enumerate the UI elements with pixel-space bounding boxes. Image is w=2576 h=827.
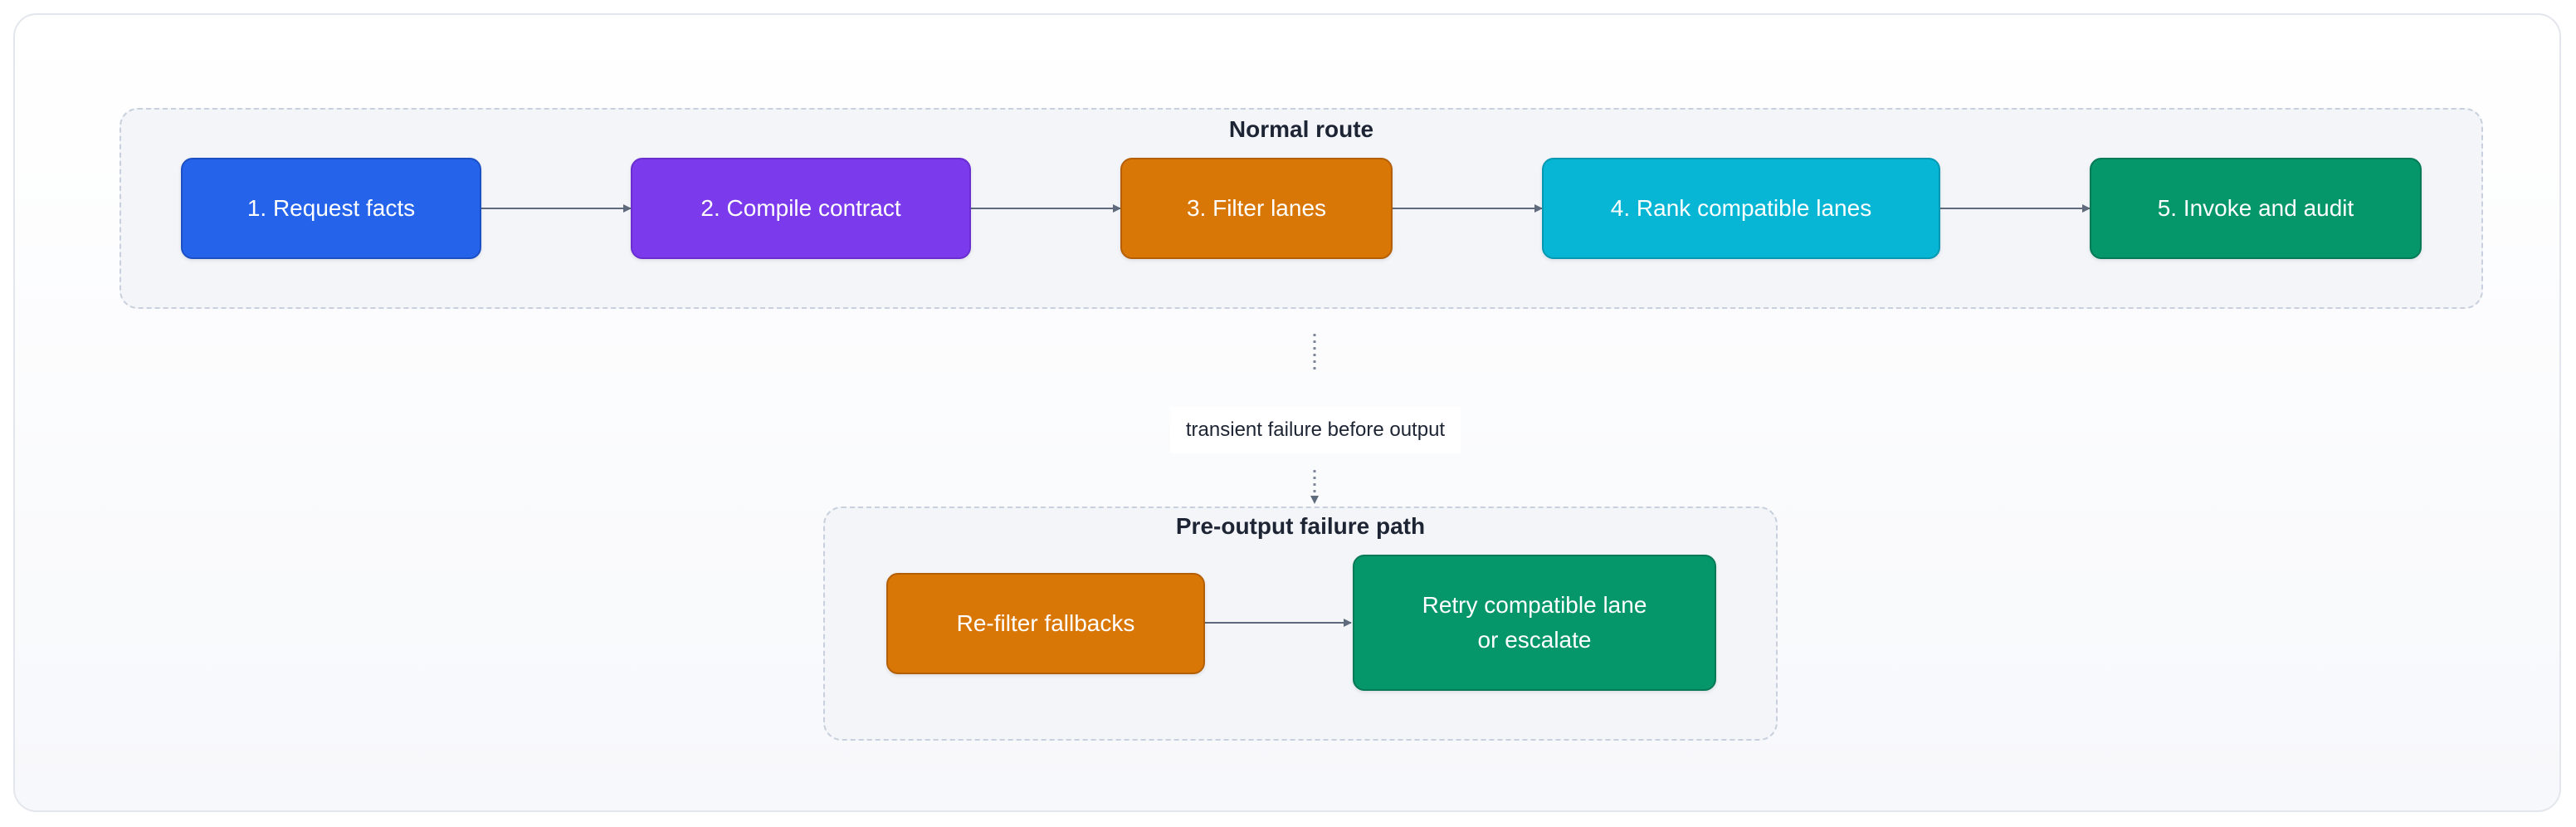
node-compile-contract[interactable]: 2. Compile contract [631, 158, 971, 259]
node-invoke-audit[interactable]: 5. Invoke and audit [2090, 158, 2422, 259]
node-invoke-audit-label: 5. Invoke and audit [2157, 195, 2354, 221]
failure-path-title: Pre-output failure path [1175, 513, 1426, 539]
node-compile-contract-label: 2. Compile contract [700, 195, 901, 221]
node-retry-line2: or escalate [1477, 627, 1592, 653]
node-filter-lanes[interactable]: 3. Filter lanes [1120, 158, 1393, 259]
node-rank-lanes[interactable]: 4. Rank compatible lanes [1542, 158, 1940, 259]
node-retry-escalate[interactable]: Retry compatible lane or escalate [1353, 555, 1716, 691]
failure-edge-label: transient failure before output [1170, 407, 1461, 453]
node-refilter-fallbacks[interactable]: Re-filter fallbacks [886, 573, 1205, 674]
node-filter-lanes-label: 3. Filter lanes [1186, 195, 1327, 221]
node-request-facts-label: 1. Request facts [246, 195, 416, 221]
normal-route-title: Normal route [1228, 116, 1374, 142]
node-request-facts[interactable]: 1. Request facts [181, 158, 481, 259]
node-refilter-fallbacks-label: Re-filter fallbacks [956, 610, 1135, 636]
node-rank-lanes-label: 4. Rank compatible lanes [1610, 195, 1872, 221]
node-retry-line1: Retry compatible lane [1422, 592, 1647, 618]
